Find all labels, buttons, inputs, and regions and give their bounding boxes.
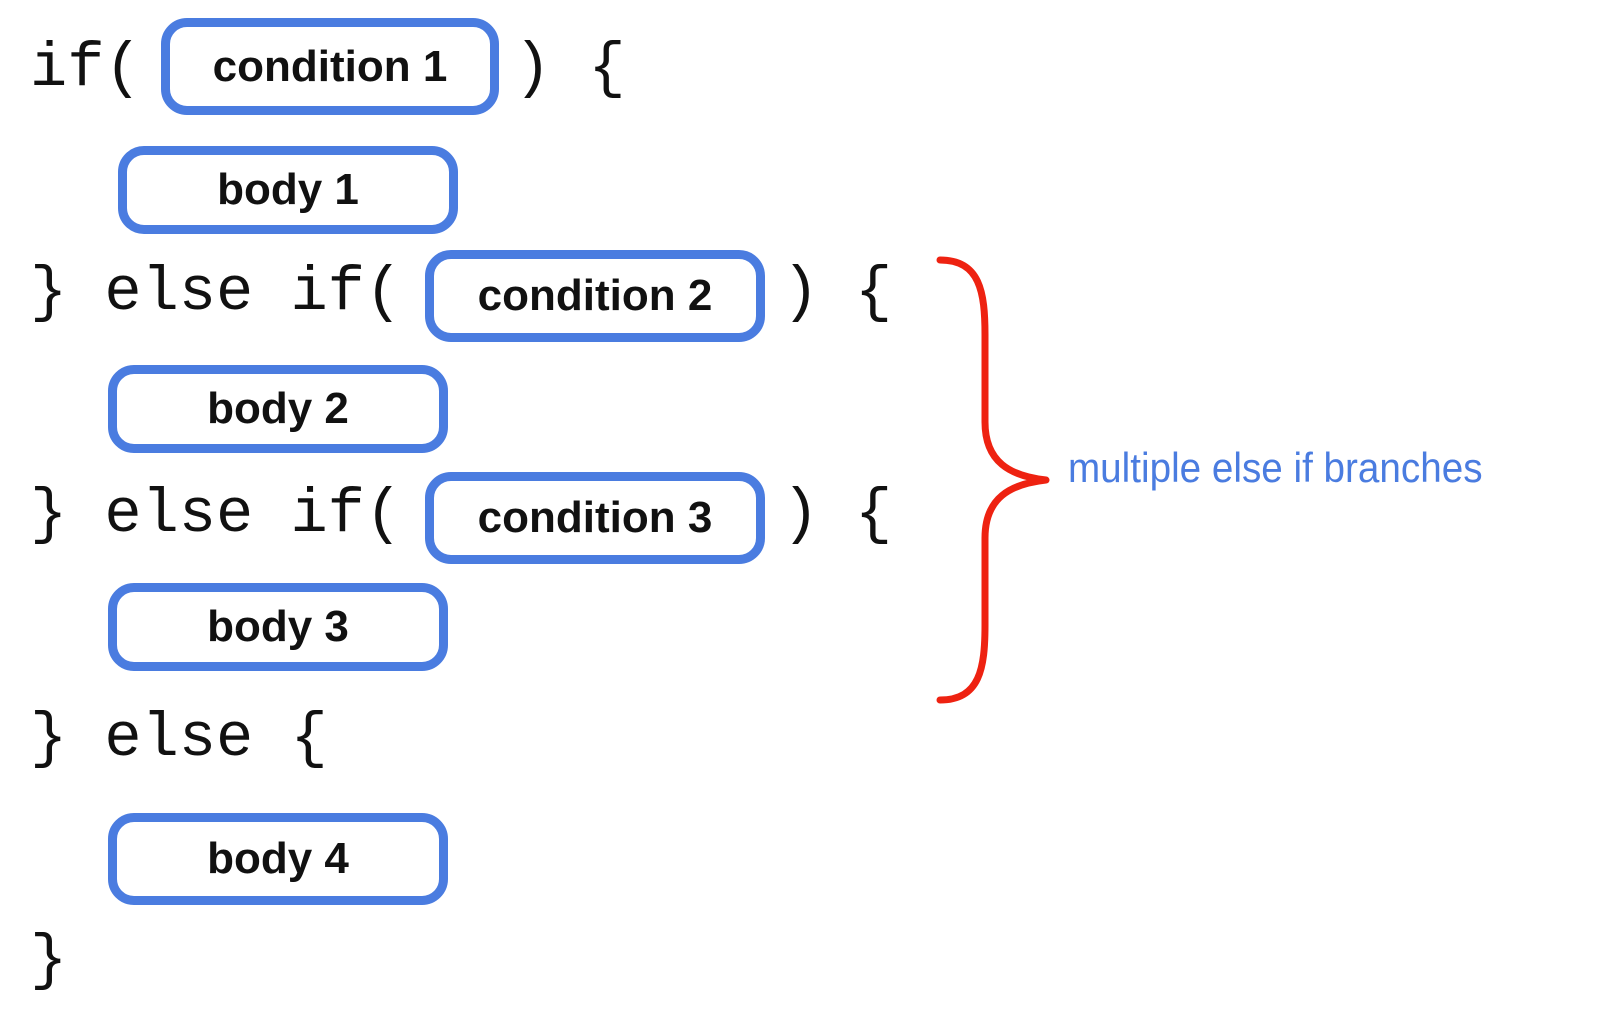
code-elseif-3-open-brace: {	[855, 479, 893, 550]
node-condition-3[interactable]: condition 3	[425, 472, 765, 564]
node-body-1-label: body 1	[217, 165, 359, 214]
node-condition-3-label: condition 3	[477, 493, 713, 542]
code-elseif-2-close-paren: )	[782, 257, 820, 328]
node-body-1[interactable]: body 1	[118, 146, 458, 234]
code-elseif-3-open: } else if(	[30, 479, 403, 550]
node-body-2[interactable]: body 2	[108, 365, 448, 453]
node-body-3[interactable]: body 3	[108, 583, 448, 671]
node-condition-2-label: condition 2	[477, 271, 713, 320]
node-condition-2[interactable]: condition 2	[425, 250, 765, 342]
node-condition-1-label: condition 1	[212, 41, 448, 91]
node-body-4-label: body 4	[207, 834, 349, 883]
node-body-2-label: body 2	[207, 384, 349, 433]
node-condition-1[interactable]: condition 1	[161, 18, 499, 115]
code-else: } else {	[30, 703, 328, 774]
code-elseif-3-close-paren: )	[782, 479, 820, 550]
annotation-multiple-else-if-branches: multiple else if branches	[1068, 444, 1483, 491]
code-if-close: ) {	[514, 33, 626, 104]
curly-brace-icon	[936, 256, 1050, 704]
code-elseif-2-open: } else if(	[30, 257, 403, 328]
node-body-4[interactable]: body 4	[108, 813, 448, 905]
code-elseif-2-open-brace: {	[855, 257, 893, 328]
code-end: }	[30, 925, 68, 996]
node-body-3-label: body 3	[207, 602, 349, 651]
code-if-open: if(	[30, 33, 142, 104]
